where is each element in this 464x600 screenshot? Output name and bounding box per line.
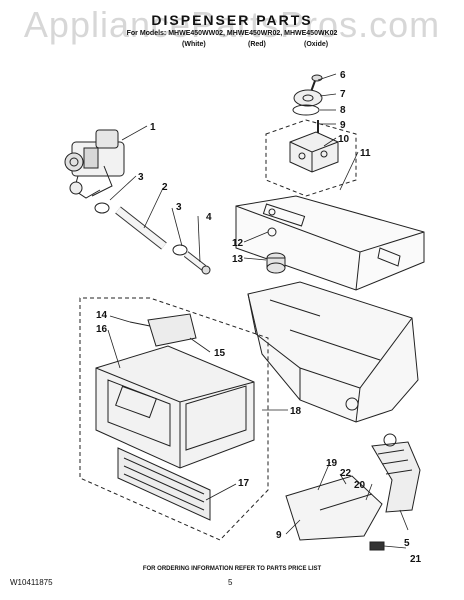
callout-21: 21 — [410, 554, 422, 565]
callout-labels: 1 3 2 3 4 5 6 7 8 9 10 11 12 13 14 15 16… — [96, 70, 422, 565]
gasket — [292, 104, 320, 116]
nozzle — [183, 251, 211, 275]
callout-20: 20 — [354, 480, 366, 491]
callout-22: 22 — [340, 468, 352, 479]
callout-6: 6 — [340, 70, 346, 81]
callout-5: 5 — [404, 538, 410, 549]
page-title: DISPENSER PARTS — [151, 12, 313, 28]
callout-14: 14 — [96, 310, 108, 321]
color-oxide: (Oxide) — [304, 41, 329, 48]
outlet-bellows — [371, 441, 421, 513]
leader-lines — [107, 73, 409, 549]
color-red: (Red) — [248, 41, 266, 48]
dispenser-motor — [289, 131, 339, 173]
callout-9a: 9 — [340, 120, 346, 131]
actuator — [293, 89, 323, 107]
water-valve — [64, 129, 125, 199]
callout-13: 13 — [232, 254, 244, 265]
ordering-note: FOR ORDERING INFORMATION REFER TO PARTS … — [142, 566, 322, 572]
callout-19: 19 — [326, 458, 338, 469]
hose-clamp — [94, 202, 110, 214]
callout-18: 18 — [290, 406, 302, 417]
dispenser-housing — [247, 281, 419, 423]
callout-7: 7 — [340, 89, 346, 100]
dispenser-drawer — [95, 345, 255, 469]
callout-9b: 9 — [276, 530, 282, 541]
motor-group-outline — [265, 119, 357, 197]
fill-hose — [115, 206, 167, 250]
page-number: 5 — [228, 578, 233, 587]
cap — [266, 252, 286, 274]
callout-3a: 3 — [138, 172, 144, 183]
callout-16: 16 — [96, 324, 108, 335]
callout-15: 15 — [214, 348, 226, 359]
callout-8: 8 — [340, 105, 346, 116]
drawer-group-outline — [79, 297, 269, 541]
drawer-siphon — [129, 313, 197, 347]
drain-cover — [285, 475, 383, 541]
drawer-front — [117, 447, 211, 521]
callout-4: 4 — [206, 212, 212, 223]
callout-10: 10 — [338, 134, 350, 145]
clip — [369, 541, 385, 551]
callout-2: 2 — [162, 182, 168, 193]
model-list: For Models: MHWE450WW02, MHWE450WR02, MH… — [126, 30, 338, 37]
callout-17: 17 — [238, 478, 250, 489]
callout-1: 1 — [150, 122, 156, 133]
grommet — [383, 433, 397, 447]
dispenser-cover — [235, 195, 425, 291]
callout-11: 11 — [360, 148, 371, 159]
color-white: (White) — [182, 41, 206, 48]
document-number: W10411875 — [10, 578, 53, 587]
callout-3b: 3 — [176, 202, 182, 213]
hose-clamp — [172, 244, 188, 256]
callout-12: 12 — [232, 238, 244, 249]
